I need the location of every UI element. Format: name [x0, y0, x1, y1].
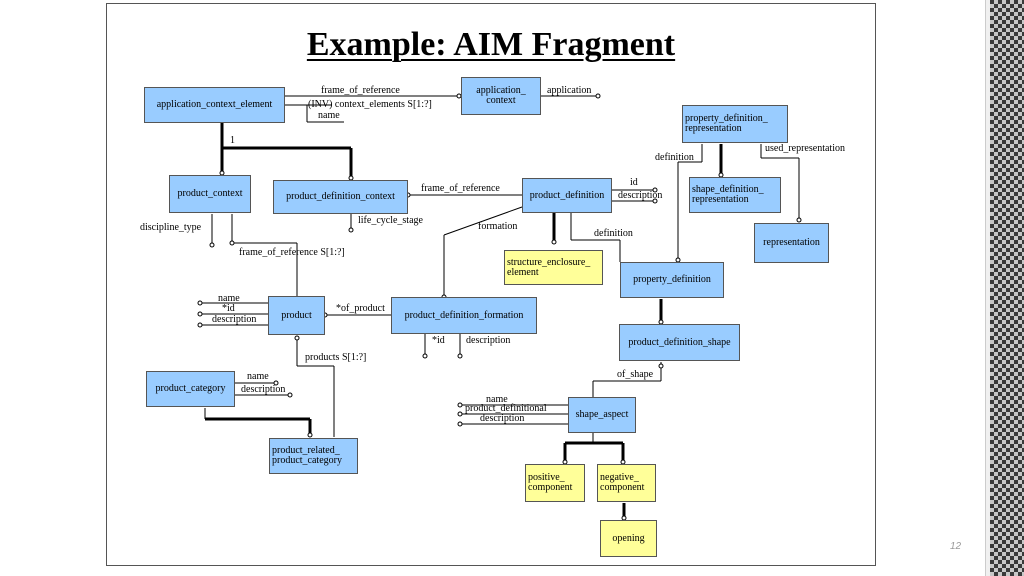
label-used-representation: used_representation	[765, 143, 845, 154]
label-products-set: products S[1:?]	[305, 352, 367, 363]
label-name: name	[318, 110, 340, 121]
label-description: description	[212, 314, 257, 325]
entity-negative-component: negative_ component	[597, 464, 656, 502]
entity-property-definition: property_definition	[620, 262, 724, 298]
entity-product-category: product_category	[146, 371, 235, 407]
label-name: name	[247, 371, 269, 382]
label-frame-of-reference: frame_of_reference	[421, 183, 500, 194]
label-description: description	[480, 413, 525, 424]
entity-shape-definition-representation: shape_definition_ representation	[689, 177, 781, 213]
slide-title: Example: AIM Fragment	[306, 26, 676, 63]
label-life-cycle-stage: life_cycle_stage	[358, 215, 423, 226]
label-of-shape: of_shape	[617, 369, 654, 380]
decorative-checker-strip	[990, 0, 1024, 576]
label-discipline-type: discipline_type	[140, 222, 202, 233]
entity-application-context: application_ context	[461, 77, 541, 115]
entity-product: product	[268, 296, 325, 335]
entity-product-definition-shape: product_definition_shape	[619, 324, 740, 361]
label-frame-of-reference: frame_of_reference	[321, 85, 400, 96]
label-product-definitional: product_definitional	[465, 403, 547, 414]
label-cardinality-one: 1	[230, 135, 235, 146]
label-formation: formation	[478, 221, 518, 232]
decorative-edge	[985, 0, 992, 576]
label-definition: definition	[594, 228, 633, 239]
entity-opening: opening	[600, 520, 657, 557]
page-number: 12	[950, 541, 962, 552]
label-of-product: *of_product	[336, 303, 385, 314]
label-application: application	[547, 85, 592, 96]
entity-structure-enclosure-element: structure_enclosure_ element	[504, 250, 603, 285]
label-name: name	[218, 293, 240, 304]
entity-application-context-element: application_context_element	[144, 87, 285, 123]
entity-shape-aspect: shape_aspect	[568, 397, 636, 433]
label-description: description	[466, 335, 511, 346]
label-frame-of-reference-set: frame_of_reference S[1:?]	[239, 247, 345, 258]
entity-product-definition: product_definition	[522, 178, 612, 213]
entity-positive-component: positive_ component	[525, 464, 585, 502]
entity-product-definition-formation: product_definition_formation	[391, 297, 537, 334]
label-id: *id	[222, 303, 235, 314]
label-name: name	[486, 394, 508, 405]
entity-property-definition-representation: property_definition_ representation	[682, 105, 788, 143]
entity-product-related-product-category: product_related_ product_category	[269, 438, 358, 474]
entity-product-definition-context: product_definition_context	[273, 180, 408, 214]
entity-representation: representation	[754, 223, 829, 263]
label-id: *id	[432, 335, 445, 346]
label-description: description	[618, 190, 663, 201]
entity-product-context: product_context	[169, 175, 251, 213]
label-description: description	[241, 384, 286, 395]
label-inv-context-elements: (INV) context_elements S[1:?]	[308, 99, 432, 110]
label-id: id	[630, 177, 638, 188]
label-definition: definition	[655, 152, 694, 163]
